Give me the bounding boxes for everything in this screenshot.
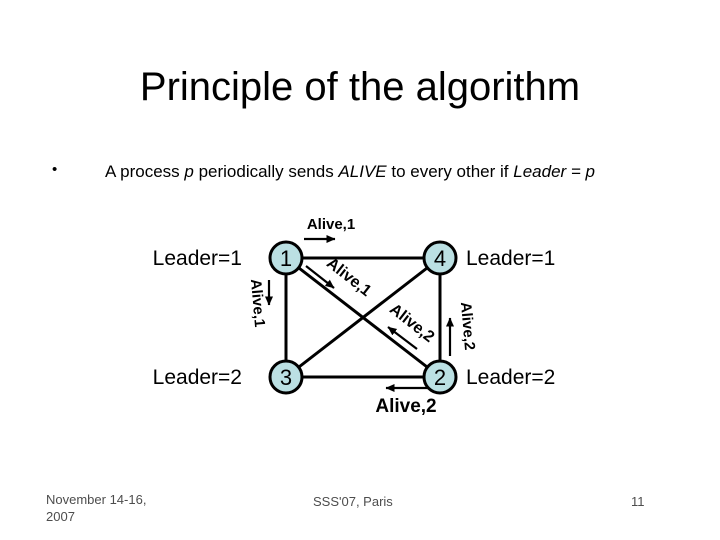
- bullet-text: A process p periodically sends ALIVE to …: [105, 161, 690, 182]
- node-4-label: 4: [434, 246, 446, 271]
- edge-lines: [284, 256, 442, 379]
- bullet-text-segment: A process: [105, 162, 185, 181]
- message-label-1-to-3: Alive,1: [247, 278, 268, 328]
- bullet-text-segment: Leader = p: [513, 162, 596, 181]
- edge-3-4: [285, 256, 441, 379]
- bullet-text-segment: to every other if: [386, 162, 514, 181]
- bullet-text-segment: periodically sends: [193, 162, 339, 181]
- node-1-label: 1: [280, 246, 292, 271]
- footer-date: November 14-16, 2007: [46, 492, 147, 524]
- bullet-text-segment: p: [184, 162, 194, 181]
- leader-label-node-4: Leader=1: [466, 247, 555, 270]
- message-label-2-to-3: Alive,2: [375, 396, 436, 417]
- bullet-item: • A process p periodically sends ALIVE t…: [0, 161, 720, 182]
- slide-title: Principle of the algorithm: [139, 65, 581, 109]
- node-2-label: 2: [434, 365, 446, 390]
- node-3-circle: [268, 359, 304, 395]
- footer-venue: SSS'07, Paris: [313, 494, 393, 509]
- message-label-2-to-4: Alive,2: [457, 301, 478, 351]
- arrow-2-to-1-icon: [387, 326, 418, 350]
- node-1-circle: [268, 240, 304, 276]
- message-label-2-to-1: Alive,2: [386, 301, 437, 346]
- bullet-text-segment: ALIVE: [338, 162, 387, 181]
- node-2-circle: [422, 359, 458, 395]
- node-4-circle: [422, 240, 458, 276]
- graph-nodes: [268, 240, 458, 395]
- message-label-1-to-4: Alive,1: [307, 216, 355, 233]
- leader-label-node-2: Leader=2: [466, 366, 555, 389]
- arrow-1-to-2-icon: [305, 265, 335, 289]
- bullet-marker: •: [52, 161, 58, 178]
- node-3-label: 3: [280, 365, 292, 390]
- leader-label-node-1: Leader=1: [153, 247, 242, 270]
- leader-label-node-3: Leader=2: [153, 366, 242, 389]
- footer-page-number: 11: [631, 494, 645, 509]
